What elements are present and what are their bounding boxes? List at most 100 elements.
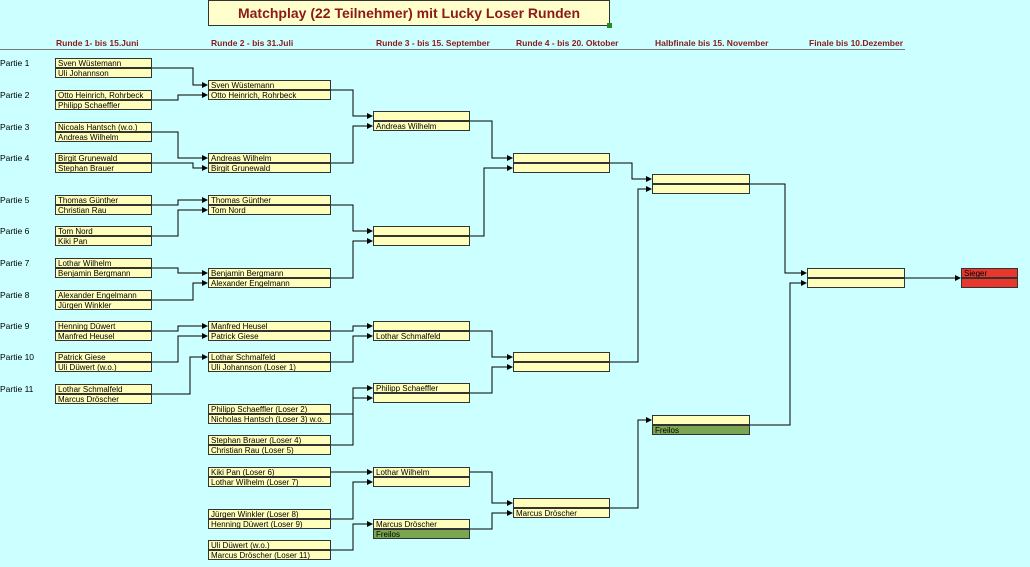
r3-player-cell[interactable] xyxy=(373,477,470,487)
loser-player-cell[interactable]: Jürgen Winkler (Loser 8) xyxy=(208,509,331,519)
r3-player-cell[interactable]: Philipp Schaeffler xyxy=(373,383,470,393)
r2-player-cell[interactable]: Alexander Engelmann xyxy=(208,278,331,288)
loser-player-cell[interactable]: Henning Düwert (Loser 9) xyxy=(208,519,331,529)
partie-label: Partie 9 xyxy=(0,321,30,331)
bracket-connector xyxy=(331,123,373,164)
loser-player-cell[interactable]: Uli Düwert (w.o.) xyxy=(208,540,331,550)
bracket-connector xyxy=(470,510,513,530)
r4-player-cell[interactable] xyxy=(513,153,610,163)
r1-player-cell[interactable]: Alexander Engelmann xyxy=(55,290,152,300)
bracket-connector xyxy=(152,333,208,363)
r3-player-cell[interactable] xyxy=(373,321,470,331)
r3-player-cell[interactable] xyxy=(373,226,470,236)
resize-handle[interactable] xyxy=(607,23,612,28)
r1-player-cell[interactable]: Uli Johannson xyxy=(55,68,152,78)
bracket-connector xyxy=(331,333,373,363)
r4-player-cell[interactable] xyxy=(513,498,610,508)
r1-player-cell[interactable]: Benjamin Bergmann xyxy=(55,268,152,278)
loser-player-cell[interactable]: Lothar Wilhelm (Loser 7) xyxy=(208,477,331,487)
r1-player-cell[interactable]: Marcus Dröscher xyxy=(55,394,152,404)
loser-player-cell[interactable]: Stephan Brauer (Loser 4) xyxy=(208,435,331,445)
round-header-halbfinale: Halbfinale bis 15. November xyxy=(655,38,769,48)
r1-player-cell[interactable]: Andreas Wilhelm xyxy=(55,132,152,142)
sieger-cell-lower[interactable] xyxy=(961,278,1018,288)
hf-player-cell[interactable] xyxy=(652,415,750,425)
bracket-connector xyxy=(470,471,513,506)
bracket-connector xyxy=(331,204,373,234)
r3-player-cell[interactable]: Andreas Wilhelm xyxy=(373,121,470,131)
round-header-1: Runde 1- bis 15.Juni xyxy=(56,38,139,48)
bracket-connector xyxy=(470,330,513,360)
r1-player-cell[interactable]: Nicoals Hantsch (w.o.) xyxy=(55,122,152,132)
r2-player-cell[interactable]: Andreas Wilhelm xyxy=(208,153,331,163)
r3-player-cell[interactable]: Lothar Schmalfeld xyxy=(373,331,470,341)
r1-player-cell[interactable]: Otto Heinrich, Rohrbeck xyxy=(55,90,152,100)
header-underline xyxy=(0,49,905,50)
r3-player-cell[interactable]: Lothar Wilhelm xyxy=(373,467,470,477)
r2-player-cell[interactable]: Manfred Heusel xyxy=(208,321,331,331)
freilos-cell[interactable]: Freilos xyxy=(373,529,470,539)
round-header-4: Runde 4 - bis 20. Oktober xyxy=(516,38,619,48)
r1-player-cell[interactable]: Kiki Pan xyxy=(55,236,152,246)
r2-player-cell[interactable]: Patrick Giese xyxy=(208,331,331,341)
sieger-cell[interactable]: Sieger xyxy=(961,268,1018,278)
r2-player-cell[interactable]: Birgit Grunewald xyxy=(208,163,331,173)
bracket-connector xyxy=(331,521,373,551)
bracket-connector xyxy=(331,479,373,520)
partie-label: Partie 10 xyxy=(0,352,35,362)
r1-player-cell[interactable]: Patrick Giese xyxy=(55,352,152,362)
loser-player-cell[interactable]: Christian Rau (Loser 5) xyxy=(208,445,331,455)
bracket-connector xyxy=(152,280,208,301)
r1-player-cell[interactable]: Stephan Brauer xyxy=(55,163,152,173)
r1-player-cell[interactable]: Thomas Günther xyxy=(55,195,152,205)
r1-player-cell[interactable]: Birgit Grunewald xyxy=(55,153,152,163)
loser-player-cell[interactable]: Marcus Dröscher (Loser 11) xyxy=(208,550,331,560)
r2-player-cell[interactable]: Thomas Günther xyxy=(208,195,331,205)
r3-player-cell[interactable] xyxy=(373,111,470,121)
r4-player-cell[interactable]: Marcus Dröscher xyxy=(513,508,610,518)
bracket-connector xyxy=(610,417,652,509)
r4-player-cell[interactable] xyxy=(513,362,610,372)
bracket-connector xyxy=(152,92,208,101)
r1-player-cell[interactable]: Uli Düwert (w.o.) xyxy=(55,362,152,372)
final-player-cell[interactable] xyxy=(807,268,905,278)
final-player-cell[interactable] xyxy=(807,278,905,288)
r2-player-cell[interactable]: Otto Heinrich, Rohrbeck xyxy=(208,90,331,100)
hf-player-cell[interactable] xyxy=(652,174,750,184)
r1-player-cell[interactable]: Manfred Heusel xyxy=(55,331,152,341)
partie-label: Partie 5 xyxy=(0,195,30,205)
r3-player-cell[interactable]: Marcus Dröscher xyxy=(373,519,470,529)
bracket-connector xyxy=(470,120,513,161)
r1-player-cell[interactable]: Sven Wüstemann xyxy=(55,58,152,68)
r1-player-cell[interactable]: Jürgen Winkler xyxy=(55,300,152,310)
freilos-cell[interactable]: Freilos xyxy=(652,425,750,435)
loser-player-cell[interactable]: Philipp Schaeffler (Loser 2) xyxy=(208,404,331,414)
partie-label: Partie 11 xyxy=(0,384,34,394)
bracket-connector xyxy=(470,165,513,237)
bracket-connector xyxy=(152,197,208,206)
hf-player-cell[interactable] xyxy=(652,184,750,194)
page-title: Matchplay (22 Teilnehmer) mit Lucky Lose… xyxy=(208,0,610,26)
r3-player-cell[interactable] xyxy=(373,393,470,403)
r2-player-cell[interactable]: Tom Nord xyxy=(208,205,331,215)
r2-player-cell[interactable]: Lothar Schmalfeld xyxy=(208,352,331,362)
r2-player-cell[interactable]: Sven Wüstemann xyxy=(208,80,331,90)
r2-player-cell[interactable]: Uli Johannson (Loser 1) xyxy=(208,362,331,372)
r1-player-cell[interactable]: Lothar Wilhelm xyxy=(55,258,152,268)
r3-player-cell[interactable] xyxy=(373,236,470,246)
r4-player-cell[interactable] xyxy=(513,163,610,173)
r1-player-cell[interactable]: Tom Nord xyxy=(55,226,152,236)
bracket-connector xyxy=(152,67,208,88)
bracket-connector xyxy=(152,267,208,276)
bracket-connector xyxy=(331,385,373,415)
r4-player-cell[interactable] xyxy=(513,352,610,362)
r1-player-cell[interactable]: Christian Rau xyxy=(55,205,152,215)
partie-label: Partie 2 xyxy=(0,90,30,100)
loser-player-cell[interactable]: Nicholas Hantsch (Loser 3) w.o. xyxy=(208,414,331,424)
r2-player-cell[interactable]: Benjamin Bergmann xyxy=(208,268,331,278)
r1-player-cell[interactable]: Henning Düwert xyxy=(55,321,152,331)
r1-player-cell[interactable]: Philipp Schaeffler xyxy=(55,100,152,110)
r1-player-cell[interactable]: Lothar Schmalfeld xyxy=(55,384,152,394)
bracket-connector xyxy=(152,131,208,161)
loser-player-cell[interactable]: Kiki Pan (Loser 6) xyxy=(208,467,331,477)
